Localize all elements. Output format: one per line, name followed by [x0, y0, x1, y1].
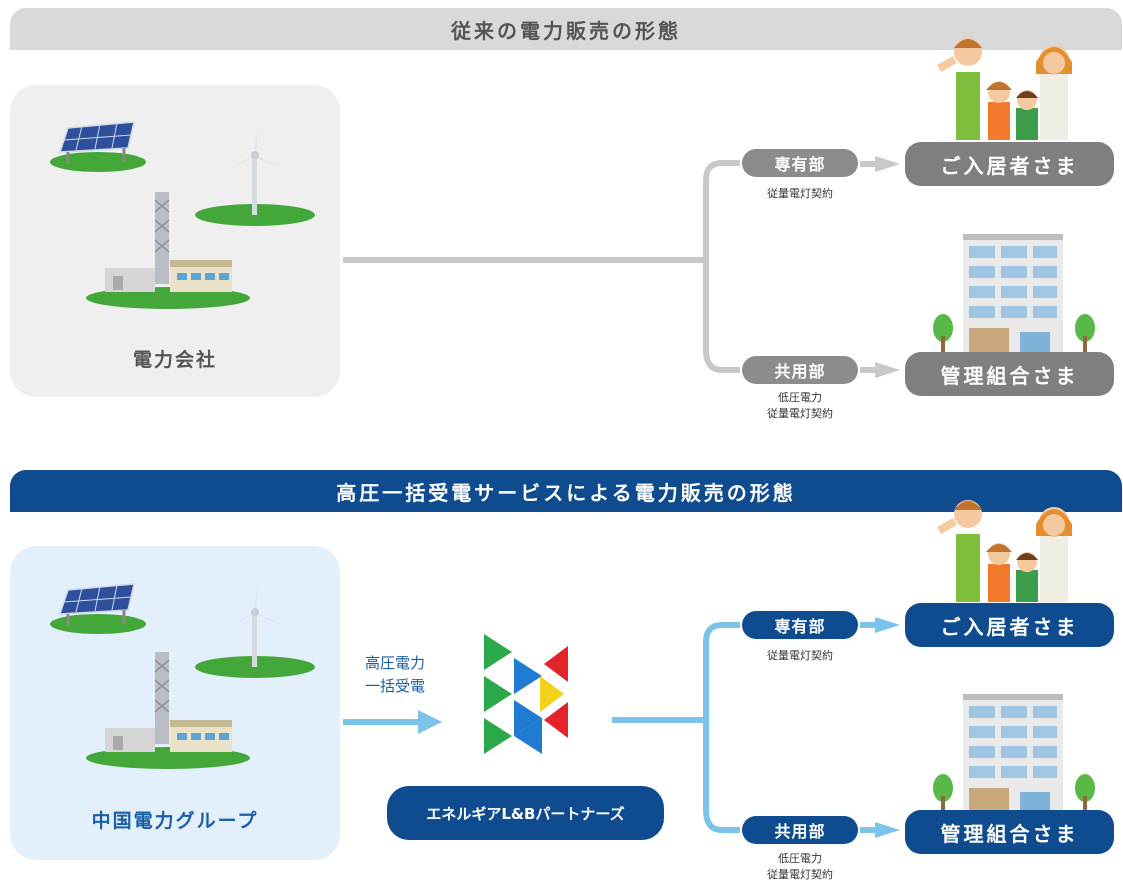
common-area-contract-1: 低圧電力: [778, 391, 822, 404]
residents-destination: ご入居者さま: [905, 142, 1114, 186]
common-area-pill: 共用部: [742, 356, 858, 384]
solar-panel-icon: [50, 121, 146, 172]
family-illustration: [937, 38, 1072, 140]
apartment-building-illustration-bulk: [933, 694, 1095, 818]
high-voltage-label-1: 高圧電力: [364, 654, 425, 672]
exclusive-area-contract: 従量電灯契約: [767, 187, 833, 200]
exclusive-area-contract-bulk: 従量電灯契約: [767, 649, 833, 662]
wind-turbine-icon: [195, 578, 315, 678]
bulk-service-title: 高圧一括受電サービスによる電力販売の形態: [10, 470, 1122, 512]
power-company-label: 電力会社: [132, 349, 217, 371]
power-plant-icon: [86, 652, 250, 769]
exclusive-area-pill-bulk: 専有部: [742, 611, 858, 639]
power-plant-icon: [86, 192, 250, 309]
wind-turbine-icon: [195, 120, 315, 226]
chugoku-group-label: 中国電力グループ: [91, 810, 259, 832]
family-illustration-bulk: [937, 500, 1072, 602]
generation-illustration: [50, 120, 315, 309]
generation-illustration-bulk: [50, 578, 315, 769]
management-association-destination: 管理組合さま: [905, 352, 1114, 396]
solar-panel-icon: [50, 583, 146, 634]
traditional-title: 従来の電力販売の形態: [10, 8, 1122, 50]
high-voltage-label-2: 一括受電: [364, 677, 425, 695]
common-area-contract-2: 従量電灯契約: [767, 407, 833, 420]
traditional-connector-lines: [343, 156, 900, 378]
common-area-contract-bulk-2: 従量電灯契約: [767, 868, 833, 881]
exclusive-area-pill: 専有部: [742, 149, 858, 177]
residents-destination-bulk: ご入居者さま: [905, 603, 1114, 647]
energia-lb-partners-badge: エネルギアL&Bパートナーズ: [387, 786, 664, 840]
common-area-pill-bulk: 共用部: [742, 816, 858, 844]
energia-lb-partners-logo: [484, 634, 568, 754]
management-association-destination-bulk: 管理組合さま: [905, 810, 1114, 854]
common-area-contract-bulk-1: 低圧電力: [778, 852, 822, 865]
